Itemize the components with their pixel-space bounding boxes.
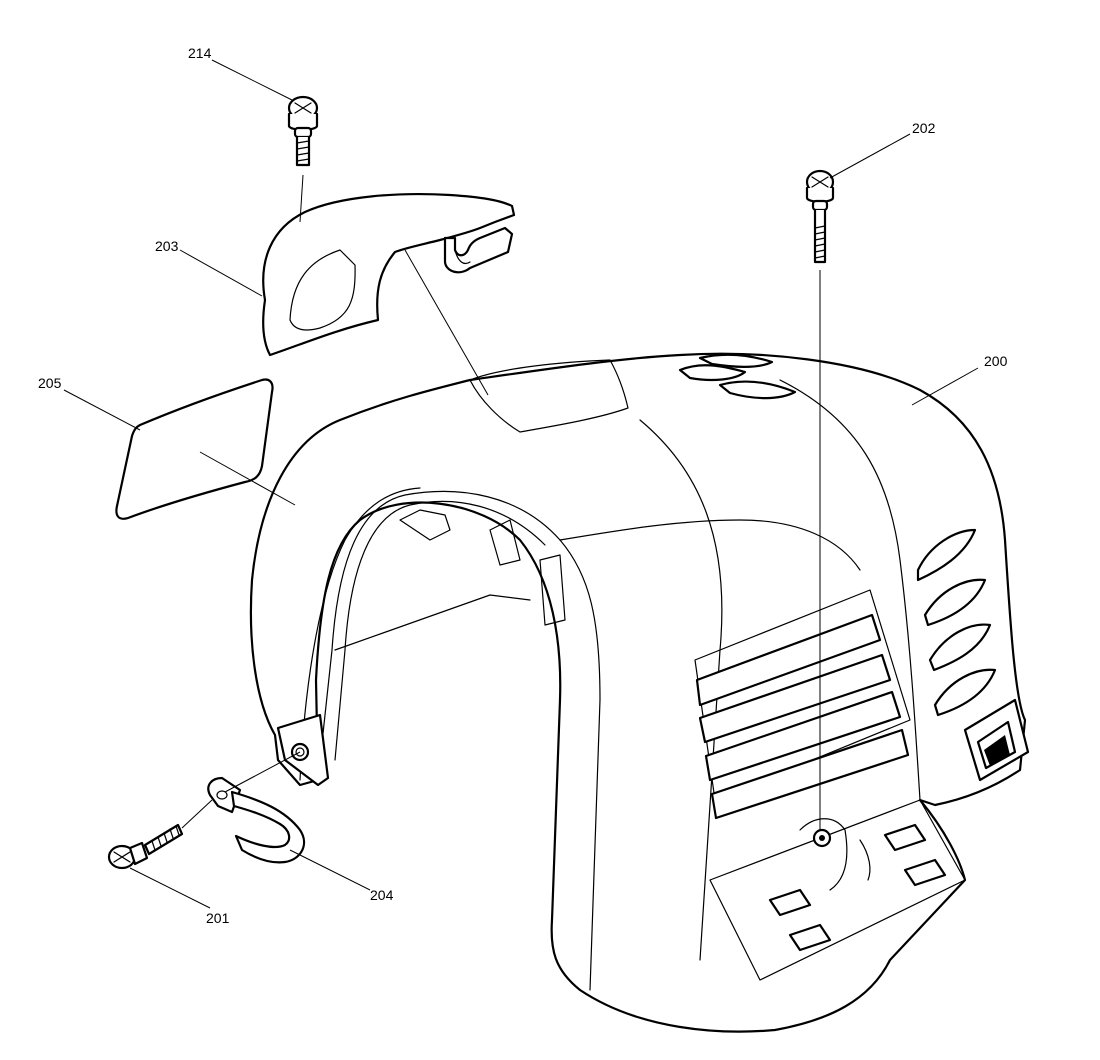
screw-214 bbox=[287, 95, 319, 167]
leader-204 bbox=[289, 849, 371, 891]
leader-200 bbox=[911, 367, 979, 406]
screw-201 bbox=[107, 823, 184, 870]
label-plate-205 bbox=[115, 378, 274, 520]
label-204: 204 bbox=[370, 887, 394, 903]
inner-arch bbox=[317, 490, 601, 991]
inner-arch-rim bbox=[334, 500, 546, 761]
leader-201 bbox=[129, 867, 211, 909]
leader-214 bbox=[211, 59, 293, 101]
mounting-ear bbox=[276, 713, 330, 787]
callout-leaders bbox=[63, 59, 979, 909]
inner-arch-rim-2 bbox=[299, 487, 421, 781]
label-202: 202 bbox=[912, 120, 936, 136]
screw-202 bbox=[805, 169, 835, 264]
interior-base-line bbox=[334, 594, 531, 651]
interior-tab-3 bbox=[539, 554, 566, 626]
clamp-204 bbox=[207, 776, 306, 864]
label-205: 205 bbox=[38, 375, 62, 391]
top-recess bbox=[469, 359, 629, 433]
bottom-skirt bbox=[709, 799, 966, 981]
leader-202 bbox=[829, 133, 911, 179]
side-vents bbox=[916, 528, 997, 717]
leader-203 bbox=[179, 249, 263, 297]
engine-cover-outline bbox=[249, 352, 1027, 1033]
leader-205 bbox=[63, 389, 141, 431]
side-latch bbox=[963, 698, 1030, 782]
label-200: 200 bbox=[984, 353, 1008, 369]
front-louvre-grille bbox=[694, 589, 911, 820]
shoulder-line-3 bbox=[779, 379, 921, 801]
label-214: 214 bbox=[188, 45, 212, 61]
part-number-labels: 214 202 203 205 200 201 204 bbox=[38, 45, 1008, 926]
engine-cover-200 bbox=[249, 352, 1030, 1033]
assembly-lines bbox=[181, 174, 821, 830]
label-201: 201 bbox=[206, 910, 230, 926]
top-vents bbox=[678, 353, 797, 400]
shoulder-line-2 bbox=[639, 419, 723, 961]
label-203: 203 bbox=[155, 238, 179, 254]
top-cover-203 bbox=[262, 193, 516, 357]
shoulder-line-1 bbox=[559, 519, 861, 571]
interior-tab-2 bbox=[489, 519, 521, 566]
interior-tab-1 bbox=[399, 509, 451, 541]
